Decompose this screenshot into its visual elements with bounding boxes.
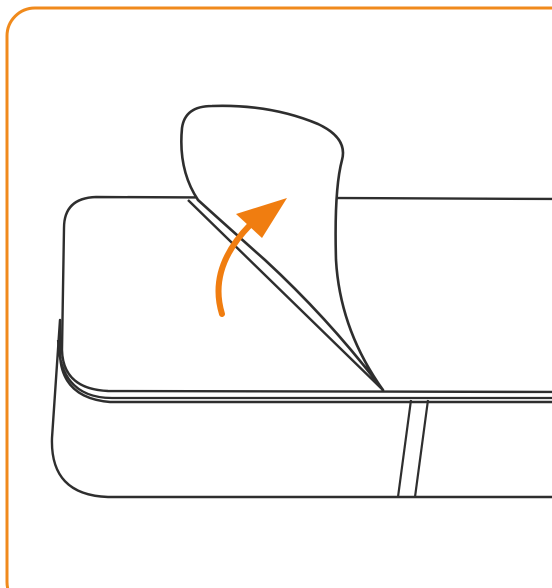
peel-film-illustration	[0, 0, 552, 588]
illustration-frame	[0, 0, 552, 588]
